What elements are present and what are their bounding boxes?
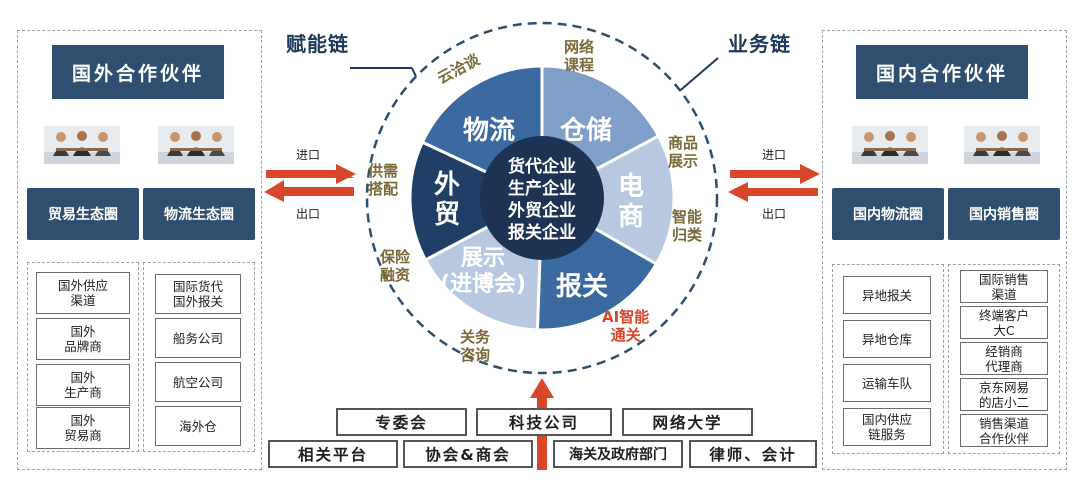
support-box: 协会&商会 bbox=[403, 440, 533, 468]
list-item: 国内供应 链服务 bbox=[843, 408, 931, 446]
export-label: 出口 bbox=[296, 207, 321, 221]
domestic-logistics-label: 国内物流圈 bbox=[832, 188, 944, 240]
list-item: 国际货代 国外报关 bbox=[155, 274, 241, 314]
core-line: 货代企业 bbox=[508, 157, 576, 177]
domestic-sales-list bbox=[948, 264, 1060, 454]
list-item: 国外供应 渠道 bbox=[36, 272, 130, 314]
list-item: 京东网易 的店小二 bbox=[960, 378, 1048, 411]
list-item: 海外仓 bbox=[155, 406, 241, 446]
core-circle bbox=[480, 136, 604, 260]
logistics-ecosystem-list bbox=[143, 262, 255, 452]
import-export-arrows-right bbox=[728, 164, 820, 202]
list-item: 销售渠道 合作伙伴 bbox=[960, 414, 1048, 447]
segment-trade: 外 贸 bbox=[434, 170, 461, 230]
list-item: 终端客户 大C bbox=[960, 306, 1048, 339]
segment-customs: 报关 bbox=[556, 272, 609, 302]
ring-online-course: 网络 课程 bbox=[564, 38, 595, 74]
ring-ai-clearance: AI智能 通关 bbox=[602, 308, 650, 344]
domestic-sales-label: 国内销售圈 bbox=[948, 188, 1060, 240]
list-item: 异地报关 bbox=[843, 276, 931, 314]
logistics-ecosystem-label: 物流生态圈 bbox=[143, 188, 255, 240]
list-item: 异地仓库 bbox=[843, 320, 931, 358]
business-meeting-photo bbox=[852, 126, 928, 164]
overseas-partners-title: 国外合作伙伴 bbox=[52, 45, 224, 99]
support-box: 海关及政府部门 bbox=[553, 440, 683, 468]
ring-supply-match: 供需 搭配 bbox=[368, 162, 399, 198]
support-box: 科技公司 bbox=[476, 408, 612, 436]
trade-ecosystem-label: 贸易生态圈 bbox=[27, 188, 139, 240]
empowerment-chain-label: 赋能链 bbox=[286, 32, 349, 56]
core-line: 外贸企业 bbox=[508, 201, 576, 221]
domestic-partners-panel bbox=[822, 30, 1067, 470]
list-item: 国外 贸易商 bbox=[36, 407, 130, 449]
list-item: 航空公司 bbox=[155, 362, 241, 402]
business-chain-label: 业务链 bbox=[728, 32, 791, 56]
list-item: 船务公司 bbox=[155, 318, 241, 358]
segment-logistics: 物流 bbox=[463, 116, 516, 146]
list-item: 国外 生产商 bbox=[36, 364, 130, 406]
export-label: 出口 bbox=[762, 207, 787, 221]
import-label: 进口 bbox=[762, 148, 787, 162]
list-item: 经销商 代理商 bbox=[960, 342, 1048, 375]
core-line: 生产企业 bbox=[508, 179, 576, 199]
support-box: 网络大学 bbox=[622, 408, 753, 436]
segment-ecommerce-shape bbox=[538, 134, 676, 267]
import-label: 进口 bbox=[296, 148, 321, 162]
support-box: 律师、会计 bbox=[689, 440, 817, 468]
import-export-arrows-left bbox=[264, 164, 356, 202]
ring-smart-classify: 智能 归类 bbox=[672, 208, 703, 244]
business-meeting-photo bbox=[44, 126, 120, 164]
core-company-list: 货代企业 生产企业 外贸企业 报关企业 bbox=[494, 156, 590, 244]
segment-expo: 展示 (进博会) bbox=[440, 246, 527, 297]
list-item: 国外 品牌商 bbox=[36, 318, 130, 360]
business-meeting-photo bbox=[158, 126, 234, 164]
business-meeting-photo bbox=[964, 126, 1040, 164]
domestic-partners-title: 国内合作伙伴 bbox=[856, 45, 1028, 99]
segment-warehouse: 仓储 bbox=[560, 116, 613, 146]
overseas-partners-panel bbox=[17, 30, 262, 470]
ring-product-display: 商品 展示 bbox=[668, 134, 699, 170]
core-line: 报关企业 bbox=[508, 223, 576, 243]
support-box: 相关平台 bbox=[268, 440, 398, 468]
ring-customs-consult: 关务 咨询 bbox=[460, 328, 491, 364]
segment-ecommerce: 电 商 bbox=[618, 172, 645, 232]
list-item: 运输车队 bbox=[843, 364, 931, 402]
trade-ecosystem-list bbox=[27, 262, 139, 452]
support-box: 专委会 bbox=[336, 408, 467, 436]
segment-trade-shape bbox=[408, 140, 546, 262]
service-wheel bbox=[350, 21, 719, 375]
list-item: 国际销售 渠道 bbox=[960, 270, 1048, 303]
domestic-logistics-list bbox=[832, 264, 944, 454]
ring-insurance-finance: 保险 融资 bbox=[380, 248, 411, 284]
